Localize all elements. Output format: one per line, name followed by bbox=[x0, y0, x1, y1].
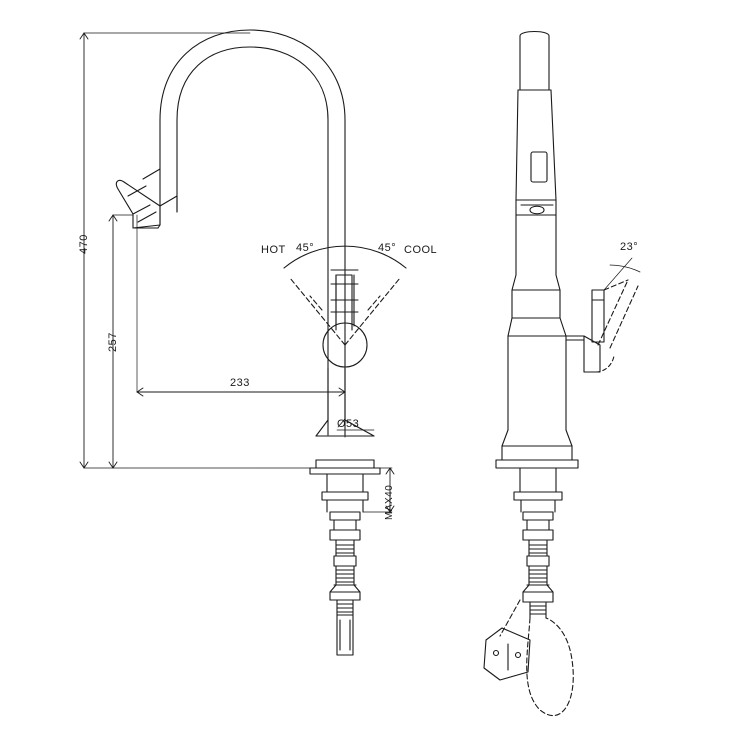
front-view-geometry bbox=[115, 29, 407, 656]
angle-handle-lift: 23° bbox=[620, 241, 639, 253]
dimension-base-diameter: Ø53 bbox=[337, 418, 360, 430]
angle-hot-value: 45° bbox=[296, 242, 315, 254]
dimension-overall-height: 470 bbox=[78, 234, 90, 254]
dimension-lines bbox=[79, 32, 641, 513]
dimension-spout-reach: 233 bbox=[230, 377, 250, 389]
label-cool: COOL bbox=[404, 244, 438, 256]
side-view-geometry bbox=[483, 30, 639, 717]
label-hot: HOT bbox=[261, 244, 286, 256]
dimension-max-deck-thickness: MAX40 bbox=[384, 484, 395, 520]
angle-cool-value: 45° bbox=[378, 242, 397, 254]
dimension-spout-height: 257 bbox=[107, 332, 119, 352]
